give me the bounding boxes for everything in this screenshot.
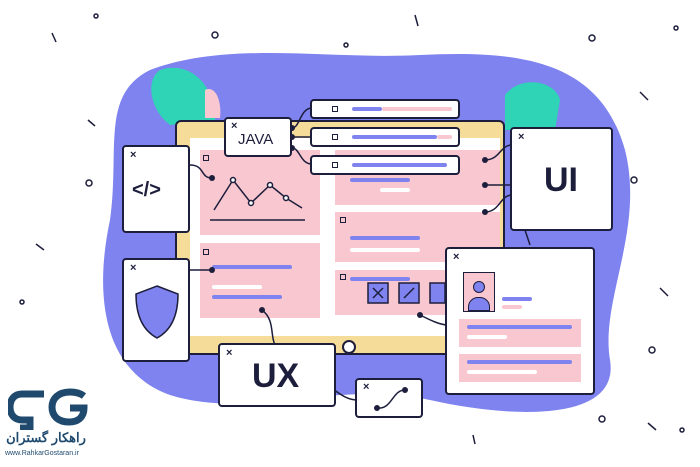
checkbox[interactable] xyxy=(340,217,346,223)
profile-card: × xyxy=(445,247,595,395)
checkbox[interactable] xyxy=(203,155,209,161)
progress-bar xyxy=(352,135,437,139)
close-icon[interactable]: × xyxy=(231,120,238,132)
ux-label: UX xyxy=(252,357,300,395)
close-icon[interactable]: × xyxy=(518,131,525,143)
pink-leaf xyxy=(205,89,221,118)
info-panel xyxy=(459,354,581,382)
text-line xyxy=(212,265,292,269)
ui-label: UI xyxy=(544,161,578,199)
java-card: × JAVA xyxy=(224,117,292,157)
checkbox[interactable] xyxy=(332,162,338,168)
checkbox[interactable] xyxy=(203,249,209,255)
progress-bar-track xyxy=(437,135,452,139)
code-card: × </> xyxy=(122,145,190,233)
ux-card: × UX xyxy=(218,343,336,407)
checkbox[interactable] xyxy=(340,274,346,280)
close-icon[interactable]: × xyxy=(130,149,137,161)
square-icon-button xyxy=(429,282,446,304)
progress-bar-track xyxy=(382,107,452,111)
teal-shape-right xyxy=(505,82,560,130)
code-label: </> xyxy=(132,179,161,201)
security-card: × xyxy=(122,258,190,362)
close-icon[interactable]: × xyxy=(130,262,137,274)
logo-name: راهکار گستران xyxy=(6,430,86,445)
teal-shape-left xyxy=(151,67,215,125)
curve-icon xyxy=(374,387,408,411)
text-line xyxy=(212,285,262,289)
checkbox[interactable] xyxy=(332,106,338,112)
content-panel-left xyxy=(200,243,320,318)
shield-icon xyxy=(135,285,179,339)
line-chart xyxy=(210,176,305,221)
logo-url[interactable]: www.RahkarGostaran.ir xyxy=(5,450,79,457)
bar-card-2 xyxy=(310,127,460,147)
chart-panel xyxy=(200,150,320,235)
close-icon[interactable]: × xyxy=(363,381,370,393)
close-icon[interactable]: × xyxy=(453,251,460,263)
text-line xyxy=(350,178,410,182)
text-line xyxy=(350,236,420,240)
flow-card: × xyxy=(355,378,423,418)
text-line xyxy=(212,295,282,299)
decor-marks xyxy=(19,13,685,445)
text-line xyxy=(380,188,410,192)
monitor-button[interactable] xyxy=(342,340,356,354)
close-icon[interactable]: × xyxy=(226,347,233,359)
progress-bar xyxy=(352,163,447,167)
text-line xyxy=(350,248,420,252)
bar-card-3 xyxy=(310,155,460,175)
avatar-icon xyxy=(463,272,495,312)
logo-mark xyxy=(8,388,88,430)
text-line xyxy=(502,305,522,309)
progress-bar xyxy=(352,107,382,111)
ui-card: × UI xyxy=(510,127,613,231)
info-panel xyxy=(459,319,581,347)
text-line xyxy=(350,277,410,281)
bar-card-1 xyxy=(310,99,460,119)
checkbox[interactable] xyxy=(332,134,338,140)
java-label: JAVA xyxy=(238,131,274,148)
logo: راهکار گستران www.RahkarGostaran.ir xyxy=(5,388,90,463)
text-line xyxy=(502,297,532,301)
